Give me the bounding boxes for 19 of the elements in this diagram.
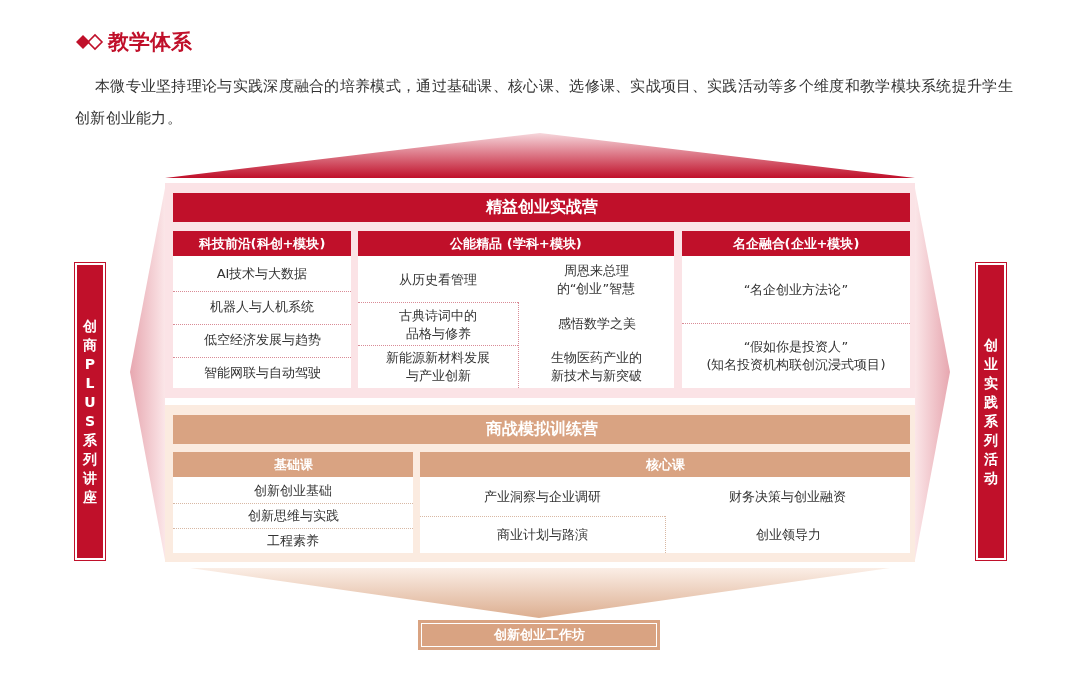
course-column [173, 231, 351, 388]
course-column [173, 452, 413, 553]
column-header: 公能精品 (学科+模块) [358, 231, 674, 256]
course-column [420, 452, 910, 553]
panel-header: 商战模拟训练营 [173, 415, 910, 444]
column-header: 基础课 [173, 452, 413, 477]
vertical-banner: 创商PLUS系列讲座 [75, 263, 105, 560]
vertical-banner: 创业实践系列活动 [976, 263, 1006, 560]
panel-header: 精益创业实战营 [173, 193, 910, 222]
column-header: 科技前沿(科创+模块) [173, 231, 351, 256]
column-header: 名企融合(企业+模块) [682, 231, 910, 256]
panel-background [165, 183, 915, 398]
course-column [682, 231, 910, 388]
title: 教学体系 [108, 29, 192, 56]
intro-paragraph: 本微专业坚持理论与实践深度融合的培养模式，通过基础课、核心课、选修课、实战项目、实践活动等多个维度和教学模块系统提升学生创新创业能力。 [75, 77, 1014, 128]
column-header: 核心课 [420, 452, 910, 477]
workshop-box: 创新创业工作坊 [418, 620, 660, 650]
panel-background [165, 405, 915, 562]
course-column [358, 231, 674, 388]
